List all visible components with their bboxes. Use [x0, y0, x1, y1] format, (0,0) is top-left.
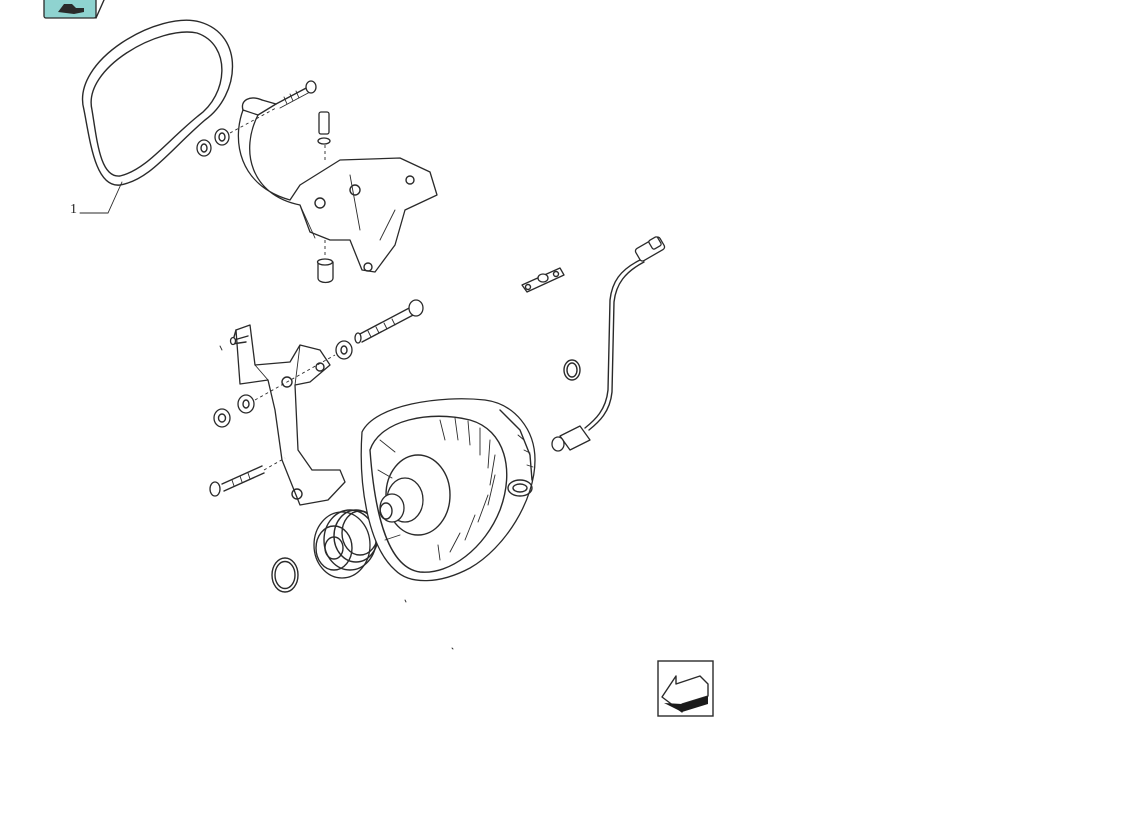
- lower-bracket: [231, 324, 346, 506]
- callout-1: 1: [70, 181, 123, 217]
- upper-bolt: [275, 80, 317, 109]
- return-arrow-icon: [661, 675, 709, 713]
- vertical-bolt: [317, 111, 331, 160]
- hand-pointer-icon: [58, 4, 84, 14]
- long-bolt-washers: [254, 340, 353, 401]
- callout-1-label: 1: [70, 202, 77, 217]
- pulley: [313, 509, 379, 579]
- top-nav-button[interactable]: [43, 0, 105, 19]
- long-bolt: [354, 299, 424, 344]
- stud-small: [219, 335, 249, 351]
- terminal-plate: [521, 267, 565, 293]
- return-button[interactable]: [657, 660, 714, 717]
- alternator: [360, 398, 536, 582]
- snap-ring: [271, 557, 299, 593]
- upper-washer-nut: [196, 107, 277, 157]
- sensor-cable: [551, 236, 666, 452]
- clip-ring: [563, 359, 581, 381]
- left-nut-washer: [213, 394, 255, 428]
- upper-bracket: [237, 97, 438, 273]
- v-belt: [81, 19, 234, 186]
- spacer-sleeve: [316, 240, 334, 284]
- lower-bolt: [209, 457, 286, 497]
